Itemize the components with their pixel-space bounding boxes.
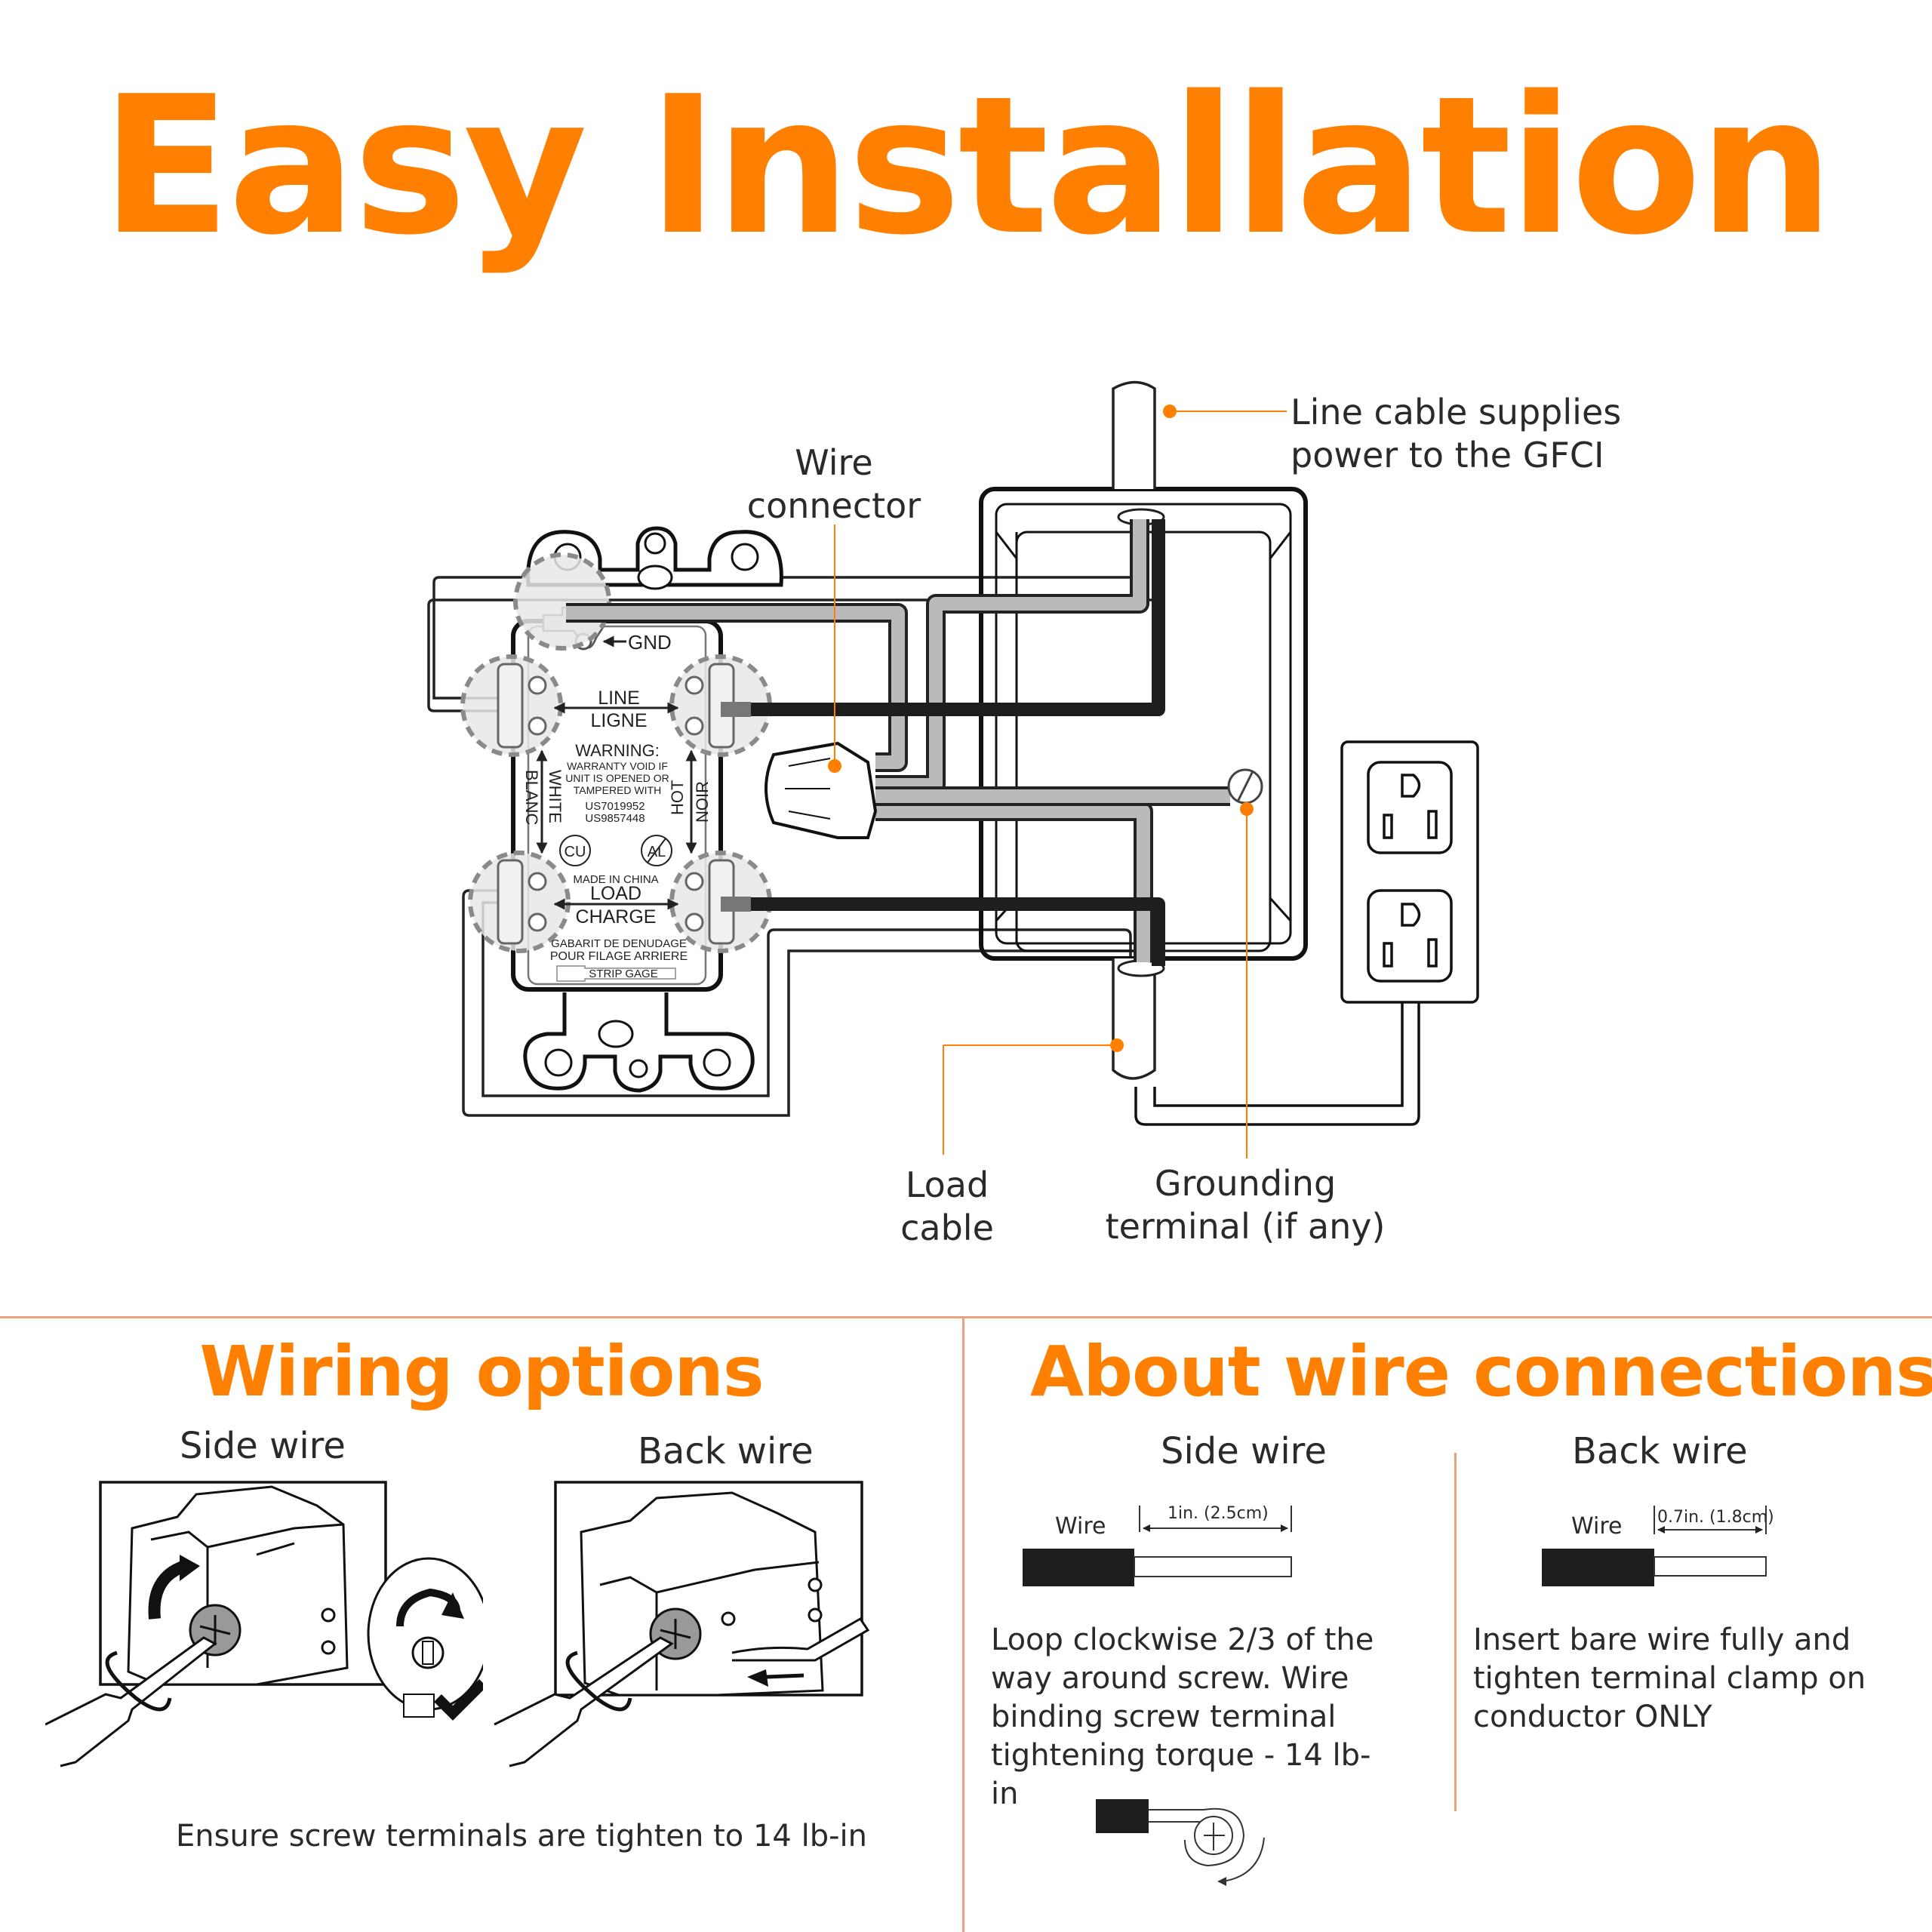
warning-title: WARNING: [575, 741, 660, 760]
hot-label: HOT [668, 780, 687, 815]
side-wire-illustration [45, 1481, 483, 1767]
callout-line: Grounding [1154, 1163, 1337, 1204]
callout-line: Wire [795, 442, 873, 483]
gnd-label: GND [628, 631, 672, 654]
charge-label: CHARGE [576, 906, 657, 928]
neutral-wires [566, 519, 1230, 962]
column-divider [1454, 1453, 1457, 1811]
noir-label: NOIR [693, 781, 712, 823]
side-wire-description: Loop clockwise 2/3 of the way around scr… [991, 1623, 1374, 1811]
back-wire-wire-label: Wire [1571, 1513, 1623, 1540]
patent-number: US7019952 [585, 800, 645, 813]
callout-leaders [828, 405, 1287, 1158]
hot-load-strip [721, 897, 751, 912]
cu-mark: CU [565, 844, 586, 860]
callout-grounding-terminal: Grounding terminal (if any) [1057, 1162, 1434, 1248]
white-line-wire [427, 576, 1156, 712]
side-wire-label: Side wire [180, 1425, 346, 1467]
wiring-options-note: Ensure screw terminals are tighten to 14… [176, 1819, 867, 1854]
side-wire-strip-diagram [1023, 1506, 1292, 1586]
callout-line: Line cable supplies [1291, 392, 1622, 432]
loop-illustration [1096, 1799, 1265, 1886]
back-wire-illustration [494, 1481, 870, 1767]
white-load-wire [462, 889, 1137, 1117]
gabarit-line: POUR FILAGE ARRIERE [550, 950, 688, 963]
back-wire-strip-length: 0.7in. (1.8cm) [1657, 1508, 1774, 1527]
patent-number: US9857448 [585, 812, 645, 825]
warning-line: WARRANTY VOID IF [567, 760, 668, 772]
load-label: LOAD [590, 883, 641, 904]
callout-line: Load [905, 1164, 989, 1205]
back-wire-strip-diagram [1542, 1506, 1767, 1586]
section-divider-vertical [962, 1316, 964, 1932]
callout-line-cable: Line cable supplies power to the GFCI [1291, 391, 1683, 477]
white-label: WHITE [546, 770, 565, 823]
made-in-label: MADE IN CHINA [573, 873, 658, 886]
blanc-label: BLANC [522, 770, 541, 825]
hot-wires [728, 519, 1165, 966]
section-divider-horizontal [0, 1316, 1932, 1318]
wire-insulation [1023, 1549, 1134, 1586]
line-label: LINE [598, 688, 640, 709]
warning-line: TAMPERED WITH [574, 784, 661, 796]
bare-conductor [1134, 1556, 1292, 1577]
wire-connector [764, 741, 878, 839]
callout-line: connector [746, 485, 921, 526]
downstream-receptacle [1134, 740, 1479, 1126]
mounting-strap-bottom [523, 992, 755, 1093]
side-wire-wire-label: Wire [1055, 1513, 1106, 1540]
gfci-text: GND LINE LIGNE WARNING: WARRANTY VOID IF… [522, 631, 712, 982]
callout-line: cable [900, 1208, 994, 1248]
al-mark: AL [648, 844, 666, 860]
callout-line: power to the GFCI [1291, 435, 1604, 475]
callout-wire-connector: Wire connector [740, 441, 928, 528]
gfci-wiring-diagram: GND LINE LIGNE WARNING: WARRANTY VOID IF… [427, 380, 1479, 1158]
gabarit-line: GABARIT DE DENUDAGE [551, 937, 687, 950]
about-side-wire-label: Side wire [1161, 1430, 1327, 1472]
bare-conductor [1654, 1556, 1767, 1577]
back-wire-label: Back wire [638, 1430, 814, 1472]
side-wire-strip-length: 1in. (2.5cm) [1168, 1504, 1269, 1523]
about-back-wire-label: Back wire [1572, 1430, 1748, 1472]
ground-screw [1227, 768, 1263, 804]
hot-line-strip [721, 702, 751, 717]
ligne-label: LIGNE [590, 710, 647, 731]
wiring-options-title: Wiring options [199, 1331, 764, 1412]
about-connections-title: About wire connections [1030, 1331, 1932, 1412]
page-title: Easy Installation [100, 56, 1834, 277]
back-wire-description: Insert bare wire fully and tighten termi… [1473, 1623, 1866, 1734]
callout-line: terminal (if any) [1105, 1206, 1386, 1247]
warning-line: UNIT IS OPENED OR [565, 772, 669, 784]
load-cable [1112, 958, 1165, 1080]
callout-load-cable: Load cable [853, 1164, 1041, 1250]
wire-insulation [1542, 1549, 1654, 1586]
strip-gage-label: STRIP GAGE [589, 968, 657, 980]
